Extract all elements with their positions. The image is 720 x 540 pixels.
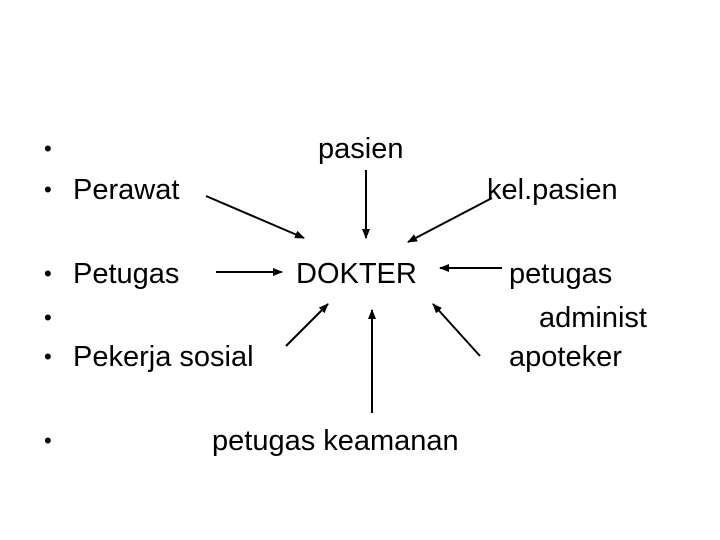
node-administ: administ — [539, 302, 647, 334]
node-pekerja-sosial: Pekerja sosial — [73, 341, 254, 373]
node-perawat: Perawat — [73, 174, 180, 206]
bullet-5: • — [44, 344, 52, 369]
arrow-kel-pasien-to-dokter — [407, 197, 493, 243]
bullet-2: • — [44, 177, 52, 202]
node-petugas-keamanan: petugas keamanan — [212, 425, 459, 457]
node-petugas-right: petugas — [509, 258, 613, 290]
bullet-4: • — [44, 305, 52, 330]
arrow-pekerja-sosial-to-dokter — [285, 303, 329, 347]
node-petugas-left: Petugas — [73, 258, 180, 290]
arrow-apoteker-to-dokter — [432, 303, 481, 357]
node-dokter: DOKTER — [296, 258, 417, 290]
node-pasien: pasien — [318, 133, 404, 165]
arrow-perawat-to-dokter — [205, 195, 305, 239]
bullet-6: • — [44, 428, 52, 453]
node-apoteker: apoteker — [509, 341, 622, 373]
bullet-3: • — [44, 261, 52, 286]
node-kel-pasien: kel.pasien — [487, 174, 618, 206]
bullet-1: • — [44, 136, 52, 161]
